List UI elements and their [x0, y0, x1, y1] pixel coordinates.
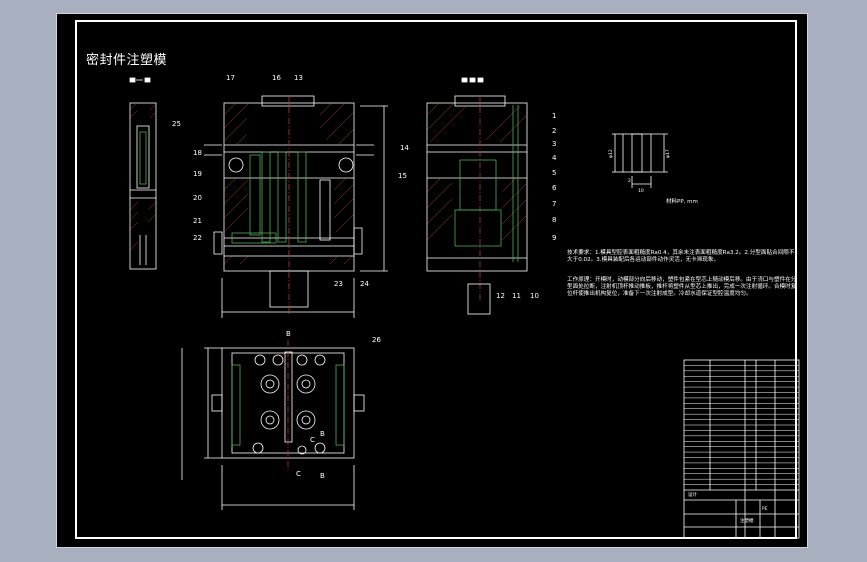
- right-section-view: [426, 77, 528, 315]
- part-number-12: 12: [496, 292, 505, 300]
- side-view: [129, 102, 157, 270]
- part-number-15: 15: [398, 172, 407, 180]
- drawing-title: 密封件注塑模: [86, 53, 168, 68]
- section-label-c-bottom: C: [296, 470, 301, 478]
- detail-view: [612, 133, 668, 188]
- title-block: [683, 359, 800, 539]
- section-label-b-mid: B: [320, 430, 325, 438]
- working-principle: 工作原理：开模时，动模部分向后移动，塑件包紧在型芯上随动模后移。由于浇口与塑件在…: [567, 277, 797, 298]
- part-number-10: 10: [530, 292, 539, 300]
- part-number-23: 23: [334, 280, 343, 288]
- part-number-2: 2: [552, 127, 556, 135]
- dim-2: 2: [628, 178, 631, 184]
- part-number-7: 7: [552, 200, 556, 208]
- dim-10: 10: [638, 188, 644, 194]
- part-number-24: 24: [360, 280, 369, 288]
- part-number-11: 11: [512, 292, 521, 300]
- section-label-b-top: B: [286, 330, 291, 338]
- title-block-rows: [684, 365, 799, 485]
- title-block-material: PE: [762, 506, 768, 512]
- part-number-4: 4: [552, 154, 557, 162]
- part-number-26: 26: [372, 336, 381, 344]
- part-number-20: 20: [193, 194, 202, 202]
- dim-phi17: φ17: [665, 149, 671, 158]
- technical-requirements: 技术要求：1.模具型腔表面粗糙度Ra0.4，其余未注表面粗糙度Ra3.2。2.分…: [567, 250, 795, 264]
- symbol-mark-left: [129, 77, 151, 83]
- part-number-17: 17: [226, 74, 235, 82]
- dim-phi12: φ12: [608, 149, 614, 158]
- title-block-text: 设计 PE 注塑模: [688, 491, 768, 524]
- part-number-13: 13: [294, 74, 303, 82]
- part-number-18: 18: [193, 149, 202, 157]
- section-label-b-bottom: B: [320, 472, 325, 480]
- unit-note: 材料PP, mm: [666, 199, 698, 205]
- part-number-9: 9: [552, 234, 556, 242]
- drawing-border: [75, 20, 797, 539]
- part-number-5: 5: [552, 169, 556, 177]
- title-block-name: 注塑模: [740, 517, 754, 524]
- part-number-21: 21: [193, 217, 202, 225]
- title-block-design: 设计: [688, 491, 697, 498]
- part-number-3: 3: [552, 140, 556, 148]
- part-labels: 17 16 13 18 19 20 21 22 23 24 1 2 3 4 5 …: [172, 74, 671, 480]
- part-number-14: 14: [400, 144, 409, 152]
- part-number-16: 16: [272, 74, 281, 82]
- part-number-25: 25: [172, 120, 181, 128]
- part-number-1: 1: [552, 112, 556, 120]
- drawing-sheet: [56, 13, 808, 548]
- part-number-8: 8: [552, 216, 556, 224]
- part-number-22: 22: [193, 234, 202, 242]
- symbol-mark-right: [461, 77, 484, 83]
- part-number-6: 6: [552, 184, 557, 192]
- part-number-19: 19: [193, 170, 202, 178]
- section-label-c-mid: C: [310, 436, 315, 444]
- plan-view: [181, 340, 365, 510]
- front-section-view: [204, 95, 388, 318]
